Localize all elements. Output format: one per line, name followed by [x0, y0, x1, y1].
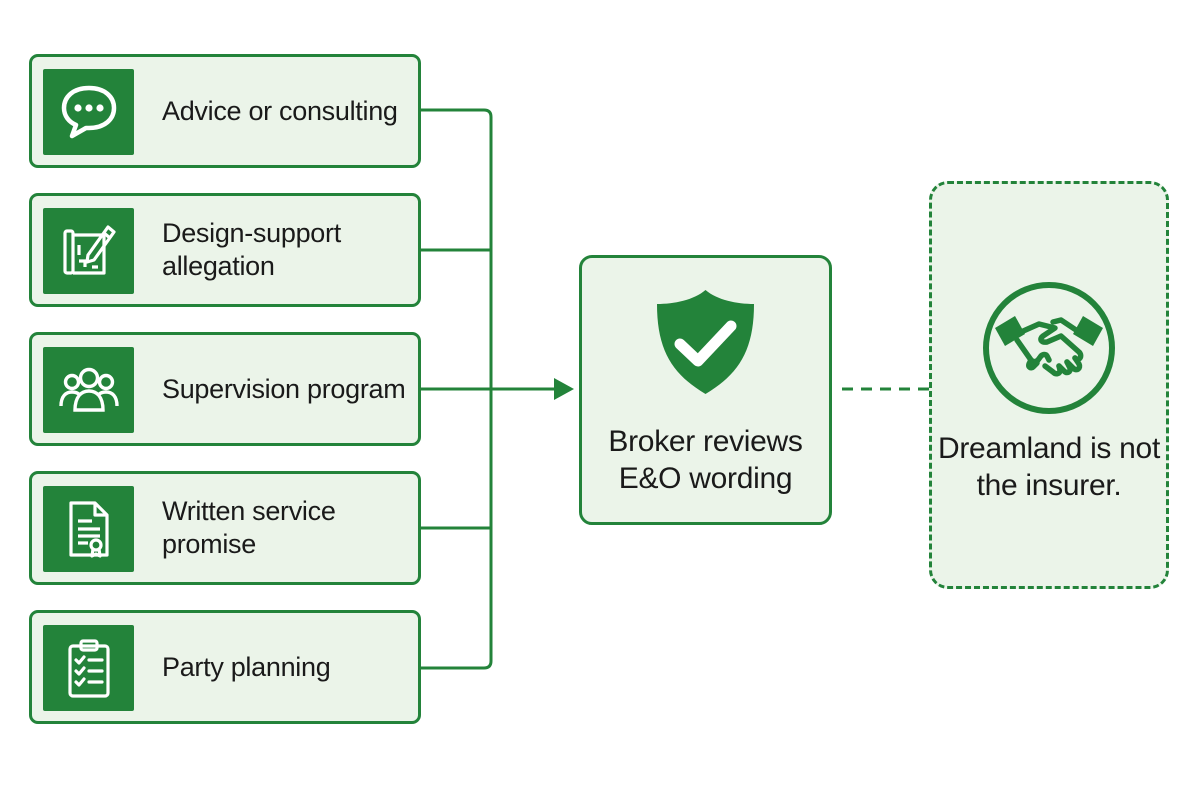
insurer-note-label: Dreamland is not the insurer. [938, 432, 1160, 502]
trigger-label: Party planning [162, 651, 331, 682]
people-group-icon [59, 367, 119, 412]
trigger-card-written-promise: Written service promise [29, 471, 421, 585]
trigger-label: Design-support allegation [162, 218, 341, 281]
handshake-icon [981, 280, 1117, 421]
trigger-icon-tile [43, 486, 134, 572]
trigger-card-party-planning: Party planning [29, 610, 421, 724]
trigger-label: Supervision program [162, 373, 406, 404]
trigger-label: Advice or consulting [162, 95, 398, 126]
shield-check-icon [649, 290, 762, 399]
trigger-card-supervision: Supervision program [29, 332, 421, 446]
blueprint-pencil-icon [63, 225, 116, 275]
trigger-icon-tile [43, 208, 134, 294]
trigger-icon-tile [43, 625, 134, 711]
trigger-card-advice: Advice or consulting [29, 54, 421, 168]
trigger-label: Written service promise [162, 496, 336, 559]
trigger-icon-tile [43, 347, 134, 433]
document-certificate-icon [69, 501, 109, 558]
arrowhead-icon [554, 378, 574, 400]
trigger-card-design: Design-support allegation [29, 193, 421, 307]
insurer-note-card: Dreamland is not the insurer. [929, 181, 1169, 589]
speech-bubble-icon [61, 85, 117, 139]
broker-review-label: Broker reviews E&O wording [608, 425, 803, 495]
trigger-icon-tile [43, 69, 134, 155]
broker-review-card: Broker reviews E&O wording [579, 255, 832, 525]
clipboard-checklist-icon [68, 639, 110, 698]
